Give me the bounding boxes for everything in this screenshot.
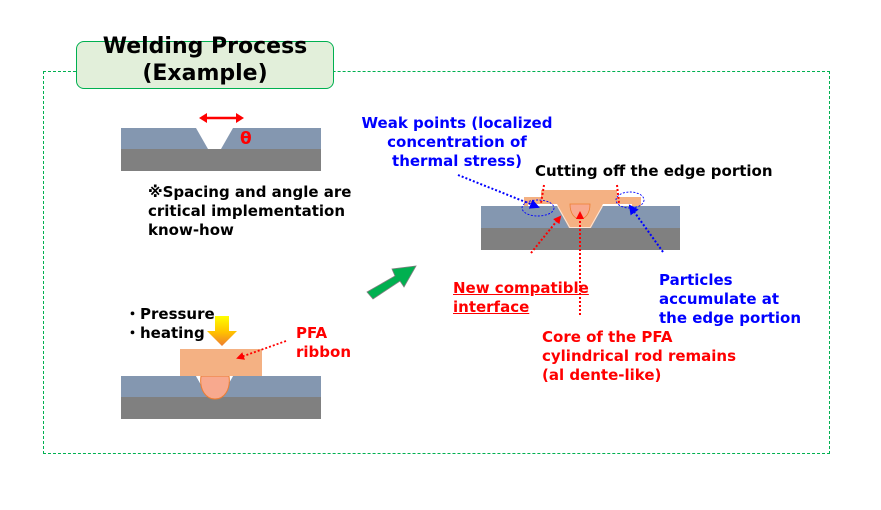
title-line-1: Welding Process <box>102 34 308 59</box>
particles-line: the edge portion <box>659 309 802 327</box>
base-upper-layer-grooved <box>121 128 321 149</box>
result-diagram <box>457 174 680 315</box>
base-lower-layer <box>121 397 321 419</box>
pressing-diagram <box>121 316 321 419</box>
note-line: critical implementation <box>148 202 346 220</box>
pfa-label-line: ribbon <box>296 343 351 361</box>
pfa-ribbon-label: PFA ribbon <box>296 324 351 362</box>
core-line: cylindrical rod remains <box>542 347 737 365</box>
next-step-arrow-icon <box>366 265 417 300</box>
particles-line: Particles <box>659 271 733 289</box>
weak-points-label: Weak points (localized concentration of … <box>357 114 557 171</box>
cutting-edge-label: Cutting off the edge portion <box>535 162 773 180</box>
process-line: ・Pressure <box>125 305 215 323</box>
title-line-2: (Example) <box>142 61 268 86</box>
pfa-ribbon-pointer <box>236 340 287 360</box>
title-box <box>76 41 334 89</box>
process-conditions: ・Pressure ・heating <box>125 305 215 343</box>
pfa-label-line: PFA <box>296 324 328 342</box>
groove-diagram <box>121 113 321 171</box>
particles-label: Particles accumulate at the edge portion <box>659 271 801 328</box>
pressure-arrow-icon <box>207 316 237 346</box>
cut-mark-right <box>616 184 620 204</box>
weak-points-line: concentration of <box>387 133 527 151</box>
interface-line: New compatible <box>453 279 589 297</box>
core-line: (al dente-like) <box>542 366 662 384</box>
weak-points-line: thermal stress) <box>392 152 522 170</box>
spacing-arrow-icon <box>199 113 244 123</box>
particles-pointer <box>628 204 664 253</box>
note-line: ※Spacing and angle are <box>148 183 352 201</box>
interface-line: interface <box>453 298 530 316</box>
pfa-rod-core <box>200 375 230 400</box>
particles-line: accumulate at <box>659 290 780 308</box>
particle-circle-right <box>615 191 645 209</box>
base-upper-layer-grooved <box>121 376 321 397</box>
angle-theta-label: θ <box>240 129 252 149</box>
base-lower-layer <box>121 149 321 171</box>
core-remains-label: Core of the PFA cylindrical rod remains … <box>542 328 736 385</box>
weak-points-pointer <box>457 174 540 209</box>
note-line: know-how <box>148 221 234 239</box>
cut-mark-left <box>540 184 545 204</box>
spacing-angle-note: ※Spacing and angle are critical implemen… <box>148 183 351 240</box>
content-frame <box>43 71 830 454</box>
weak-points-line: Weak points (localized <box>361 114 553 132</box>
pfa-ribbon <box>180 349 262 376</box>
core-line: Core of the PFA <box>542 328 673 346</box>
new-interface-label: New compatible interface <box>453 279 589 317</box>
page-title: Welding Process (Example) <box>76 33 334 87</box>
process-line: ・heating <box>125 324 205 342</box>
